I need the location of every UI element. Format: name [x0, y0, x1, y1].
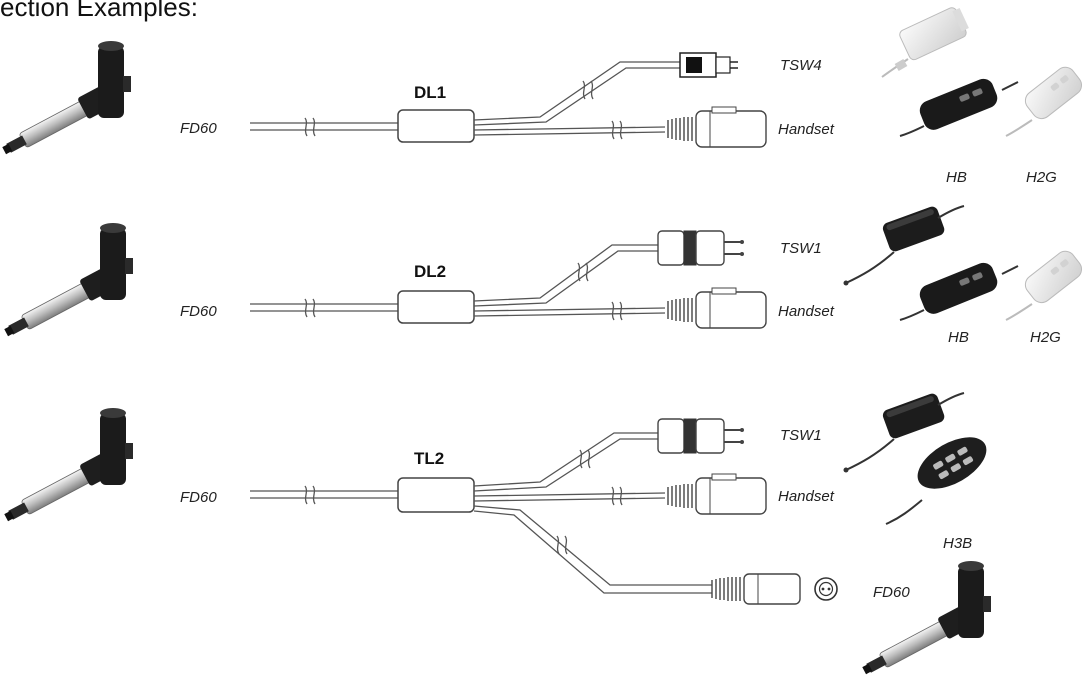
actuator-icon — [858, 560, 992, 682]
plug-icon — [679, 52, 739, 78]
lower-label: Handset — [778, 488, 835, 505]
row-dl2: FD60 DL2 TSW1 Handset HB — [0, 204, 1086, 346]
actuator-icon — [0, 222, 134, 344]
splitter-code: TL2 — [414, 449, 444, 468]
cable-main — [250, 122, 398, 131]
cable-break — [304, 485, 316, 505]
row-dl1: FD60 DL1 TSW4 Handset HB — [0, 3, 1086, 186]
cable-break — [611, 301, 623, 321]
cable-main — [250, 490, 398, 499]
product-label: HB — [946, 169, 967, 186]
plug-icon — [657, 418, 745, 454]
page-title: ection Examples: — [0, 0, 198, 22]
cable-main — [250, 303, 398, 312]
cable-break — [611, 120, 623, 140]
handset-icon — [899, 258, 1019, 321]
product-label: H2G — [1030, 329, 1061, 346]
splitter-code: DL2 — [414, 262, 446, 281]
power-supply-icon — [881, 3, 973, 78]
cable-branches — [473, 432, 712, 594]
splitter-box — [397, 290, 475, 324]
actuator-label: FD60 — [180, 120, 217, 137]
actuator-label: FD60 — [180, 303, 217, 320]
product-label: H3B — [943, 535, 972, 552]
upper-label: TSW1 — [780, 240, 822, 257]
actuator-icon — [0, 407, 134, 529]
splitter-box — [397, 477, 475, 513]
row-tl2: FD60 TL2 — [0, 391, 996, 682]
socket-icon — [667, 287, 767, 329]
handset-icon — [885, 425, 996, 525]
splitter-box — [397, 109, 475, 143]
plug-icon — [657, 230, 745, 266]
handset-icon — [899, 74, 1019, 137]
socket-face-icon — [814, 577, 838, 601]
handset-icon — [1005, 62, 1086, 137]
power-supply-icon — [842, 204, 965, 287]
lower-label: Handset — [778, 121, 835, 138]
cable-break — [304, 117, 316, 137]
cable-branches — [473, 244, 666, 317]
extra-label: FD60 — [873, 584, 910, 601]
socket-icon — [667, 473, 767, 515]
extension-plug — [711, 573, 801, 605]
socket-icon — [667, 106, 767, 148]
handset-icon — [1005, 246, 1086, 321]
actuator-label: FD60 — [180, 489, 217, 506]
cable-break — [304, 298, 316, 318]
upper-label: TSW1 — [780, 427, 822, 444]
product-label: HB — [948, 329, 969, 346]
actuator-icon — [0, 40, 132, 162]
cable-branches — [473, 61, 680, 136]
splitter-code: DL1 — [414, 83, 446, 102]
lower-label: Handset — [778, 303, 835, 320]
cable-break — [611, 486, 623, 506]
upper-label: TSW4 — [780, 57, 822, 74]
product-label: H2G — [1026, 169, 1057, 186]
